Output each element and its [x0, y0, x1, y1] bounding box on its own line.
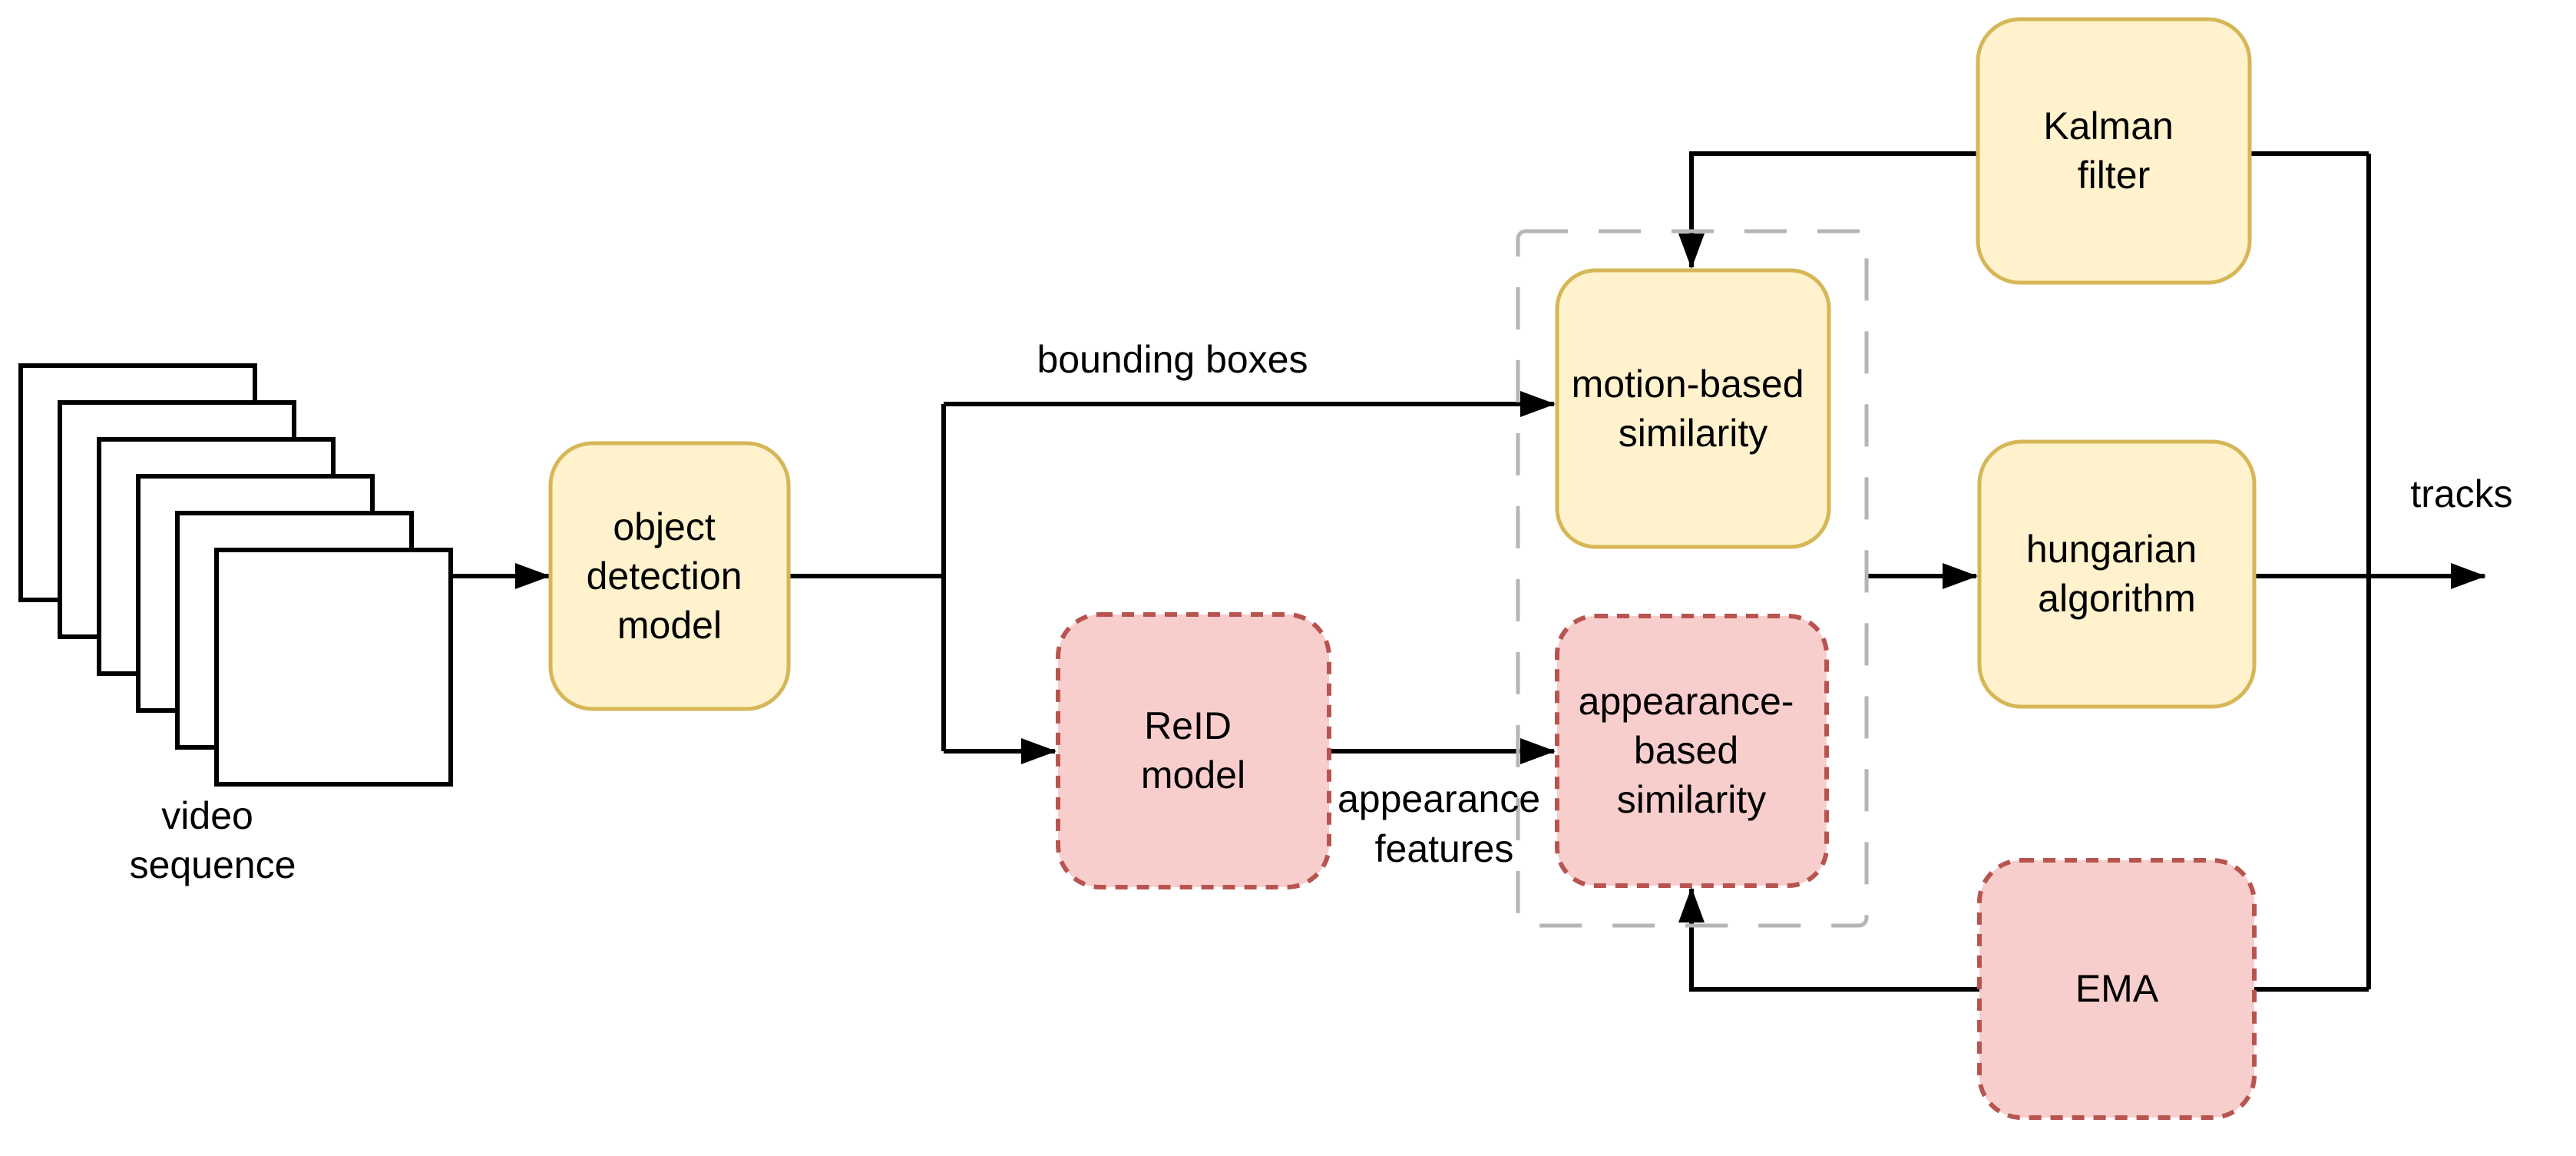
appearance-based-similarity-label: appearance- based similarity	[1579, 680, 1805, 821]
node-label-line: model	[617, 604, 722, 647]
node-label-line: detection	[587, 555, 742, 598]
edge-label-line: appearance	[1338, 777, 1540, 820]
kalman-filter-label: Kalman filter	[2043, 104, 2184, 197]
video-sequence-stack	[18, 363, 453, 787]
motion-based-similarity-label: motion-based similarity	[1572, 363, 1815, 455]
object-detection-model-label: object detection model	[587, 505, 753, 647]
edge-ema-to-appearance	[1678, 887, 1979, 992]
edge-label-line: features	[1375, 827, 1514, 870]
video-sequence-label-line: sequence	[130, 843, 296, 886]
node-label-line: EMA	[2075, 967, 2159, 1010]
node-label-line: based	[1634, 729, 1738, 772]
node-label-line: ReID	[1144, 704, 1232, 747]
video-frame-front	[214, 548, 453, 787]
node-label-line: appearance-	[1579, 680, 1794, 723]
appearance-based-similarity-node	[1555, 614, 1829, 888]
tracks-label: tracks	[2410, 472, 2512, 515]
node-label-line: object	[613, 505, 716, 548]
kalman-filter-node	[1976, 17, 2252, 285]
node-label-line: similarity	[1617, 778, 1766, 821]
similarity-group-container	[1516, 229, 1869, 928]
appearance-features-label: appearance features	[1338, 777, 1551, 870]
node-label-line: similarity	[1619, 412, 1767, 455]
node-label-line: model	[1141, 754, 1245, 797]
object-detection-model-node	[548, 441, 791, 711]
node-label-line: filter	[2078, 154, 2150, 197]
reid-model-label: ReID model	[1141, 704, 1245, 797]
reid-model-node	[1056, 612, 1331, 889]
node-label-line: motion-based	[1572, 363, 1804, 406]
hungarian-algorithm-label: hungarian algorithm	[2026, 528, 2207, 620]
edge-kalman-to-motion	[1678, 151, 1978, 269]
node-label-line: hungarian	[2026, 528, 2197, 571]
motion-based-similarity-node	[1555, 268, 1831, 549]
hungarian-algorithm-node	[1977, 439, 2257, 709]
bounding-boxes-label: bounding boxes	[1037, 338, 1308, 381]
node-label-line: algorithm	[2038, 577, 2196, 620]
ema-node	[1977, 858, 2257, 1120]
ema-label: EMA	[2075, 967, 2159, 1010]
video-sequence-label-line: video	[161, 794, 253, 837]
node-label-line: Kalman	[2043, 104, 2174, 147]
video-sequence-label: video sequence	[130, 794, 296, 886]
